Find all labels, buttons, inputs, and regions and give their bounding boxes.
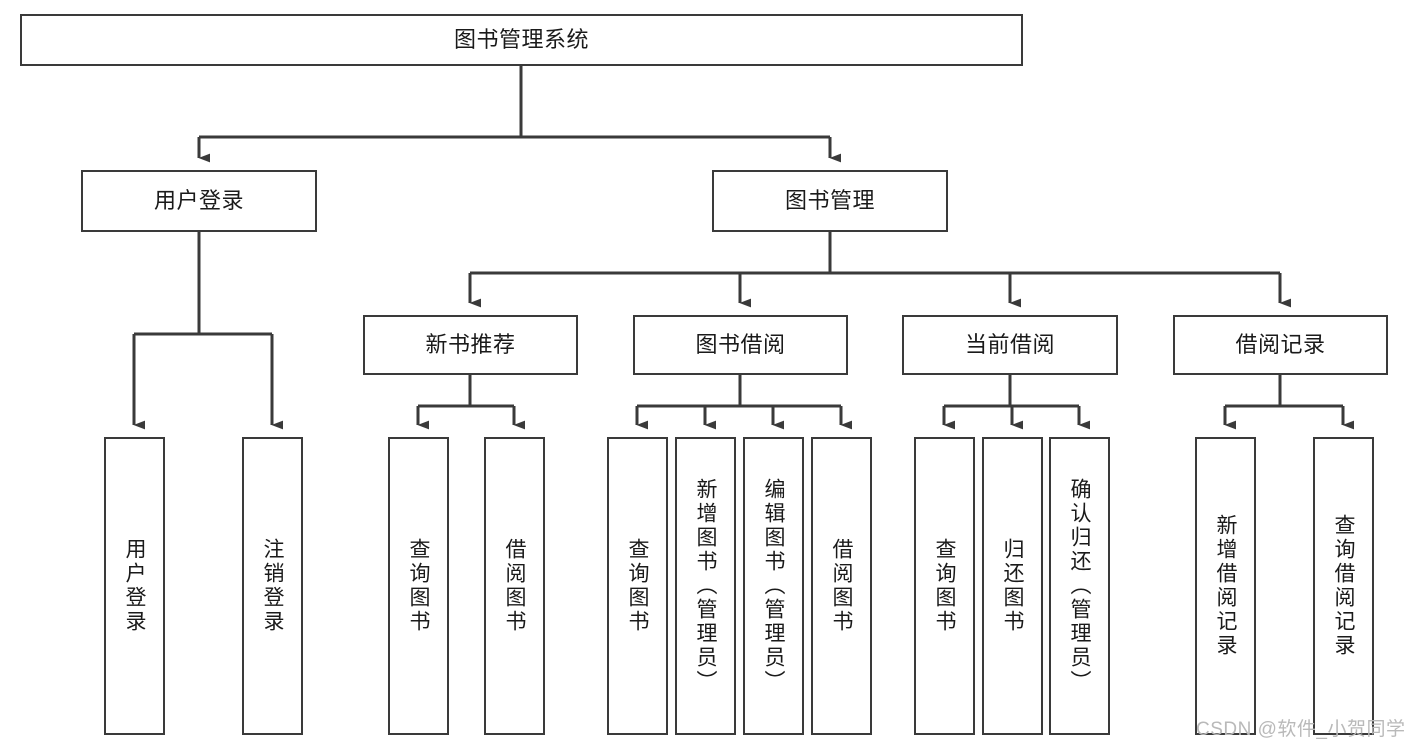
node-user-login[interactable]: 用户登录 — [81, 170, 317, 232]
node-label-leaf-confirm-return-admin: 确认归还（管理员） — [1068, 478, 1091, 694]
node-label-book-manage: 图书管理 — [784, 188, 875, 214]
node-leaf-query-borrow-record[interactable]: 查询借阅记录 — [1313, 437, 1374, 735]
node-label-leaf-add-borrow-record: 新增借阅记录 — [1214, 514, 1237, 658]
node-label-leaf-query-book-rec: 查询图书 — [407, 538, 430, 634]
node-leaf-confirm-return-admin[interactable]: 确认归还（管理员） — [1049, 437, 1110, 735]
node-current-borrow[interactable]: 当前借阅 — [902, 315, 1118, 375]
node-leaf-borrow-book[interactable]: 借阅图书 — [811, 437, 872, 735]
node-leaf-user-login[interactable]: 用户登录 — [104, 437, 165, 735]
node-leaf-borrow-book-rec[interactable]: 借阅图书 — [484, 437, 545, 735]
node-label-leaf-borrow-book-rec: 借阅图书 — [503, 538, 526, 634]
node-leaf-user-logout[interactable]: 注销登录 — [242, 437, 303, 735]
node-book-borrow[interactable]: 图书借阅 — [633, 315, 848, 375]
node-borrow-record[interactable]: 借阅记录 — [1173, 315, 1388, 375]
node-label-leaf-user-login: 用户登录 — [123, 538, 146, 634]
node-leaf-query-book-rec[interactable]: 查询图书 — [388, 437, 449, 735]
node-label-root: 图书管理系统 — [453, 27, 589, 53]
node-label-leaf-borrow-book: 借阅图书 — [830, 538, 853, 634]
node-label-current-borrow: 当前借阅 — [964, 332, 1055, 358]
node-label-leaf-query-borrow-record: 查询借阅记录 — [1332, 514, 1355, 658]
node-label-leaf-edit-book-admin: 编辑图书（管理员） — [762, 478, 785, 694]
node-leaf-return-book[interactable]: 归还图书 — [982, 437, 1043, 735]
node-leaf-add-book-admin[interactable]: 新增图书（管理员） — [675, 437, 736, 735]
node-label-leaf-query-book-current: 查询图书 — [933, 538, 956, 634]
node-label-leaf-return-book: 归还图书 — [1001, 538, 1024, 634]
node-label-book-borrow: 图书借阅 — [695, 332, 786, 358]
node-leaf-edit-book-admin[interactable]: 编辑图书（管理员） — [743, 437, 804, 735]
node-label-leaf-add-book-admin: 新增图书（管理员） — [694, 478, 717, 694]
node-label-leaf-user-logout: 注销登录 — [261, 538, 284, 634]
node-new-book-rec[interactable]: 新书推荐 — [363, 315, 578, 375]
node-book-manage[interactable]: 图书管理 — [712, 170, 948, 232]
node-label-user-login: 用户登录 — [153, 188, 244, 214]
node-leaf-query-book-current[interactable]: 查询图书 — [914, 437, 975, 735]
connector-group — [132, 66, 1354, 430]
node-leaf-query-book-borrow[interactable]: 查询图书 — [607, 437, 668, 735]
node-root[interactable]: 图书管理系统 — [20, 14, 1023, 66]
node-label-new-book-rec: 新书推荐 — [425, 332, 516, 358]
node-label-borrow-record: 借阅记录 — [1235, 332, 1326, 358]
node-leaf-add-borrow-record[interactable]: 新增借阅记录 — [1195, 437, 1256, 735]
node-label-leaf-query-book-borrow: 查询图书 — [626, 538, 649, 634]
